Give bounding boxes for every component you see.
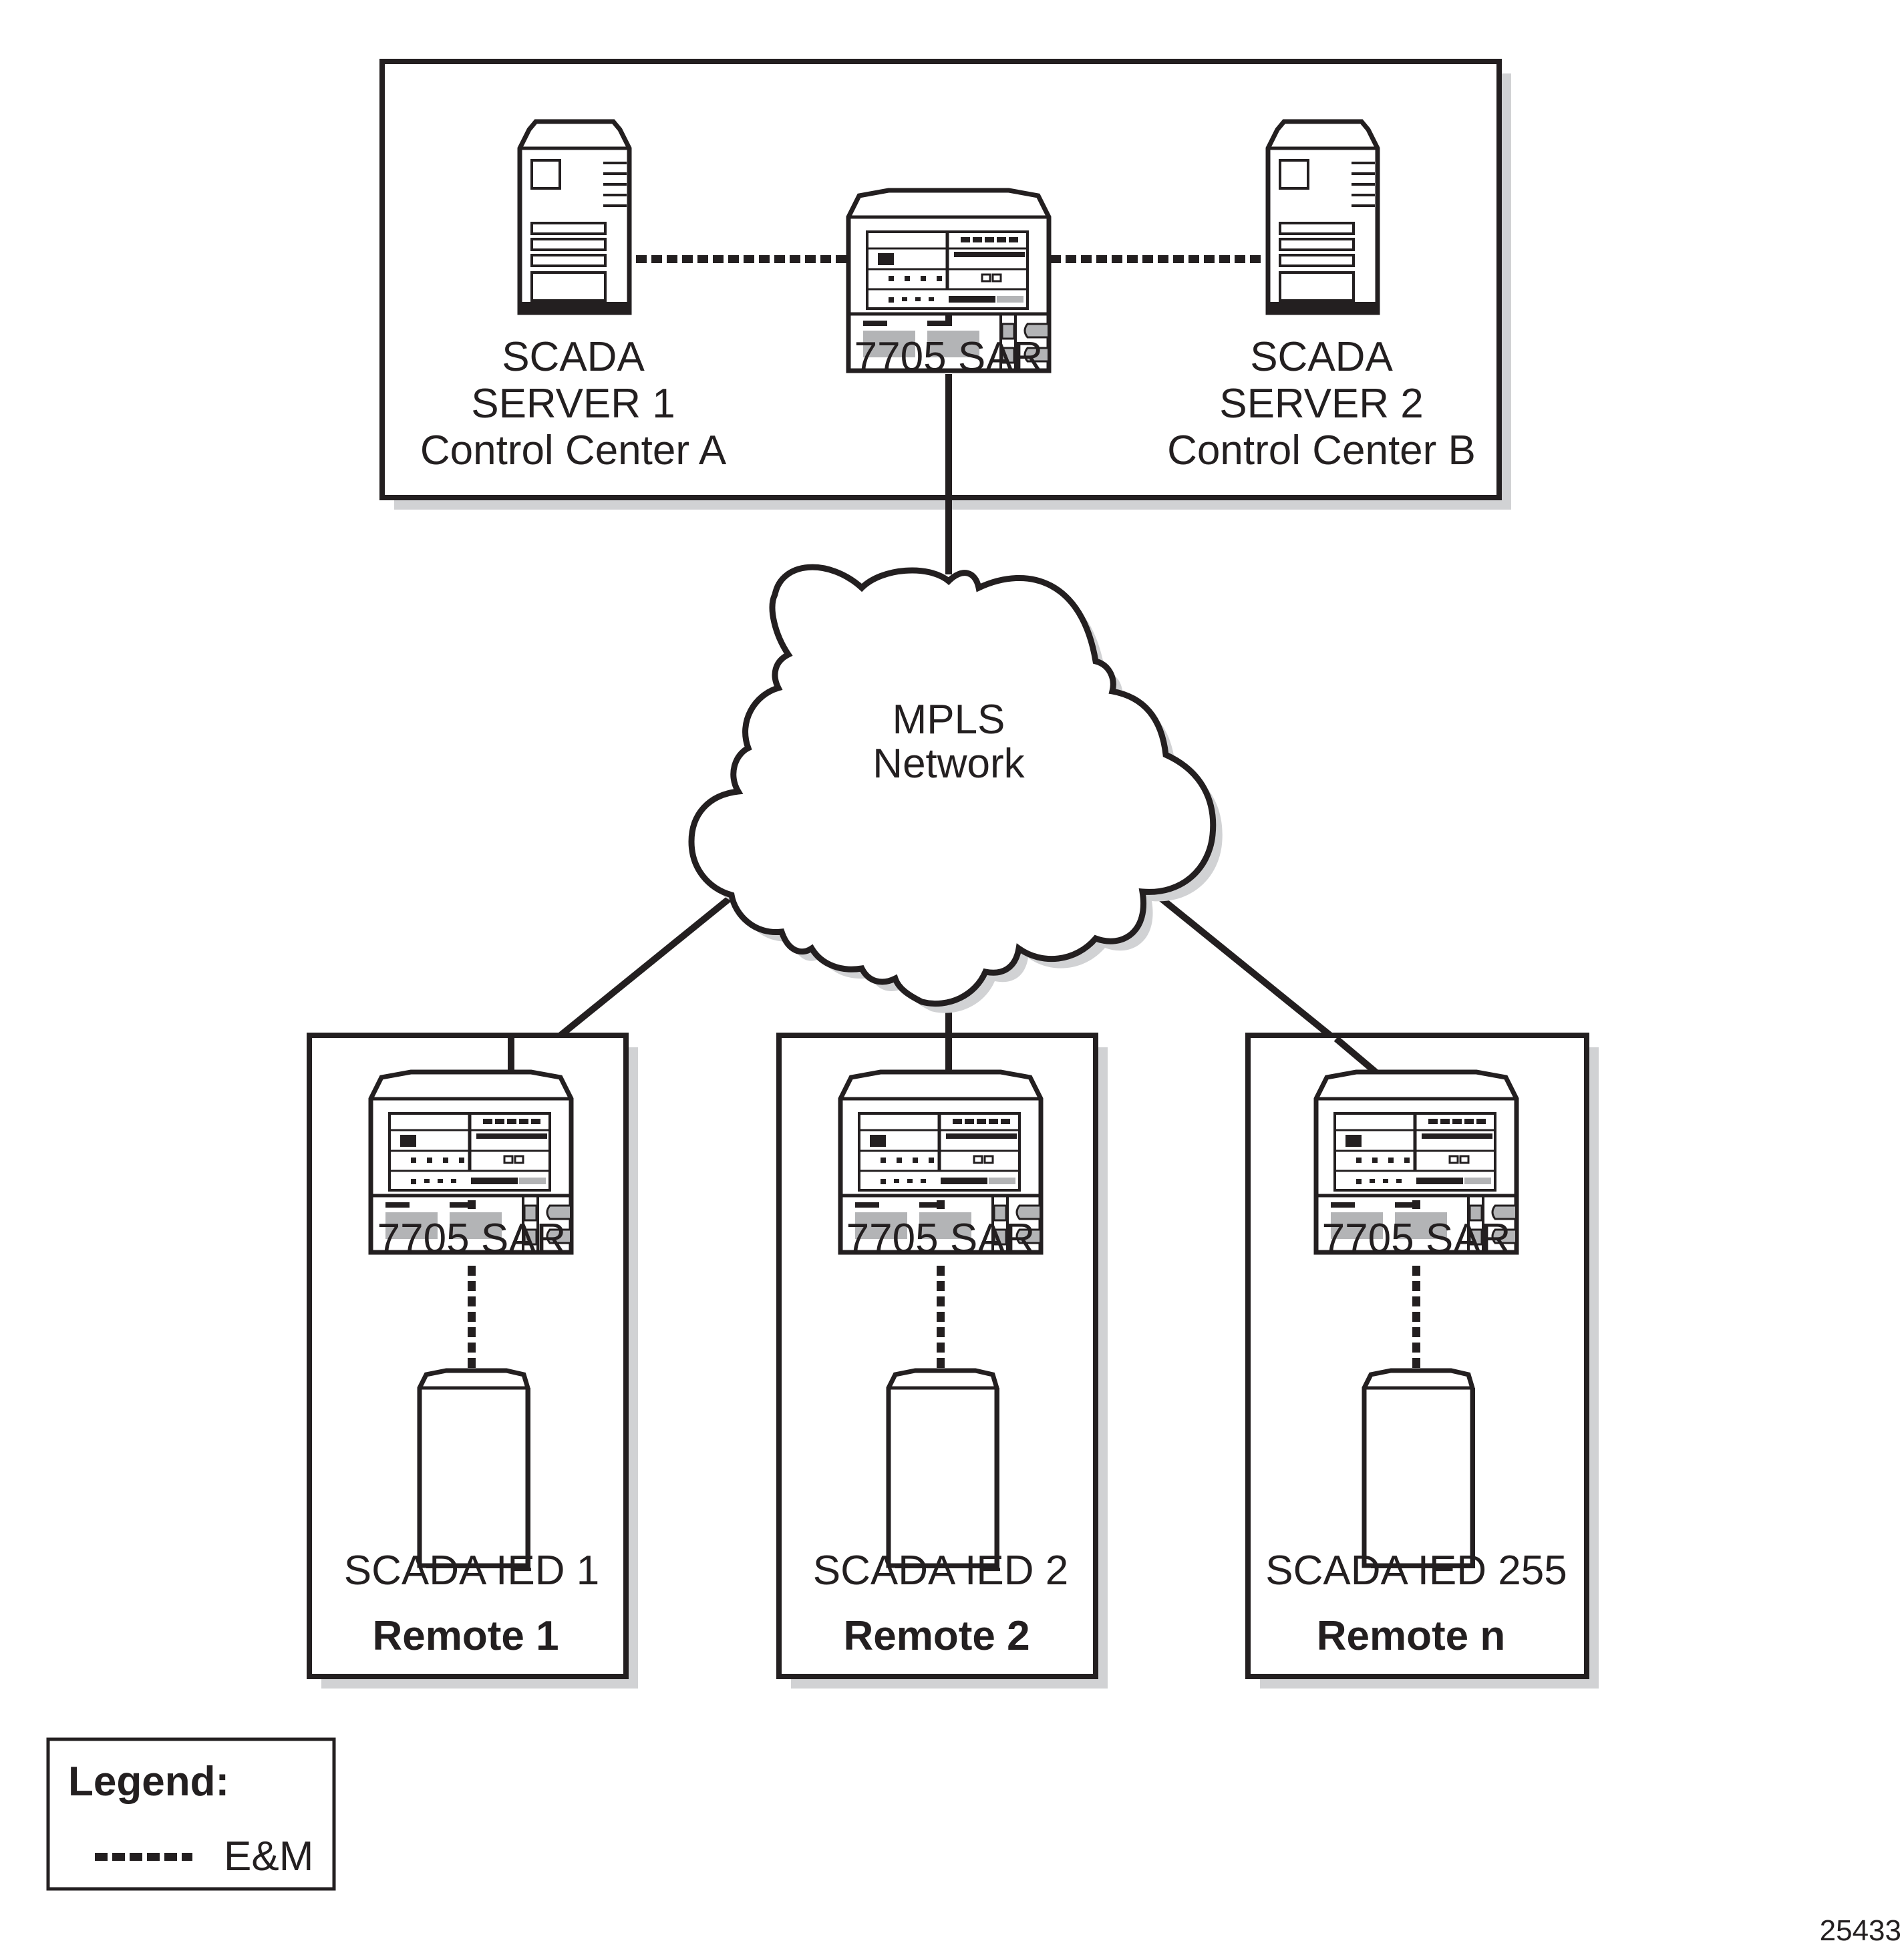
- remote-site-n: 7705 SAR SCADA IED 255 Remote n: [1245, 1033, 1599, 1689]
- scada-ied-icon: [420, 1371, 530, 1568]
- remote-site-2: 7705 SAR SCADA IED 2 Remote 2: [776, 1032, 1108, 1689]
- network-label: Network: [872, 741, 1025, 787]
- scada-server-1-icon: [520, 122, 629, 313]
- remote-router-label: 7705 SAR: [846, 1216, 1036, 1262]
- server2-id: SERVER 2: [1219, 381, 1424, 427]
- remote-router-label: 7705 SAR: [377, 1216, 567, 1262]
- site-label: Remote 1: [372, 1613, 559, 1659]
- ied-label: SCADA IED 1: [344, 1548, 599, 1594]
- legend-title: Legend:: [68, 1759, 229, 1805]
- scada-server-2-icon: [1268, 122, 1378, 313]
- scada-ied-icon: [1364, 1371, 1475, 1568]
- site-label: Remote n: [1317, 1613, 1505, 1659]
- remote-router-label: 7705 SAR: [1322, 1216, 1511, 1262]
- router-label: 7705 SAR: [854, 334, 1044, 380]
- legend-border: [46, 1737, 336, 1891]
- server1-id: SERVER 1: [471, 381, 675, 427]
- server2-location: Control Center B: [1167, 427, 1476, 474]
- ied-label: SCADA IED 255: [1265, 1548, 1567, 1594]
- legend-item-label: E&M: [224, 1833, 313, 1880]
- remote-site-1: 7705 SAR SCADA IED 1 Remote 1: [307, 1033, 638, 1689]
- figure-id: 25433: [1820, 1914, 1901, 1947]
- mpls-label: MPLS: [893, 697, 1005, 743]
- server2-name: SCADA: [1250, 334, 1393, 380]
- server1-location: Control Center A: [420, 427, 727, 474]
- scada-ied-icon: [889, 1371, 999, 1568]
- legend: Legend: E&M: [46, 1737, 336, 1891]
- site-label: Remote 2: [843, 1613, 1029, 1659]
- mpls-cloud-icon: [688, 564, 1223, 1013]
- server1-name: SCADA: [502, 334, 645, 380]
- ied-label: SCADA IED 2: [813, 1548, 1068, 1594]
